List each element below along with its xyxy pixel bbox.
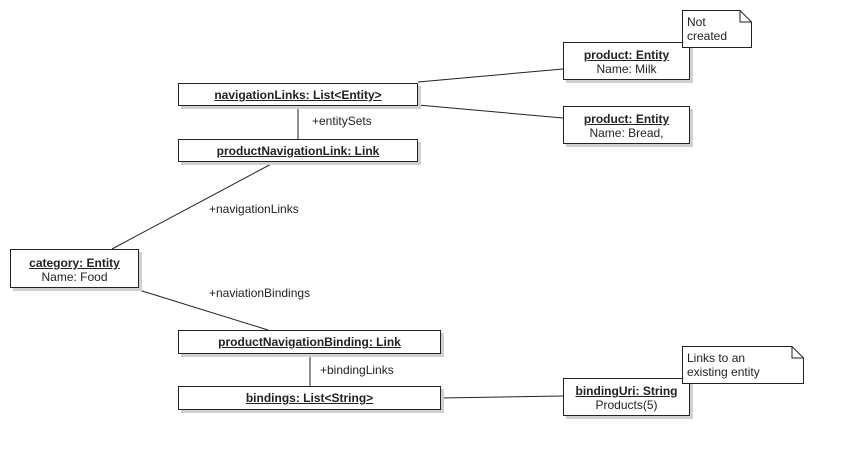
note-shape-icon — [682, 346, 804, 384]
edge-label-entity-sets: +entitySets — [312, 114, 372, 128]
edge-label-navigation-links: +navigationLinks — [209, 202, 299, 216]
product-navigation-binding-object[interactable]: productNavigationBinding: Link — [178, 330, 441, 354]
navigation-links-object[interactable]: navigationLinks: List<Entity> — [178, 83, 418, 106]
bindings-object[interactable]: bindings: List<String> — [178, 386, 441, 410]
product-bread-name: Name: Bread, — [589, 126, 664, 140]
category-title: category: Entity — [29, 256, 120, 270]
link-category-productnavbinding — [138, 289, 269, 331]
product-milk-name: Name: Milk — [596, 62, 657, 76]
product-bread-object[interactable]: product: Entity Name: Bread, — [563, 106, 690, 144]
edge-label-binding-links: +bindingLinks — [320, 363, 394, 377]
navigation-links-title: navigationLinks: List<Entity> — [214, 88, 382, 102]
product-navigation-link-object[interactable]: productNavigationLink: Link — [178, 139, 418, 162]
product-bread-title: product: Entity — [583, 112, 670, 126]
note-not-created[interactable]: Not created — [682, 10, 752, 48]
edge-label-navigation-bindings: +naviationBindings — [209, 286, 311, 300]
product-navigation-binding-title: productNavigationBinding: Link — [218, 335, 401, 349]
link-productnavlink-category — [111, 161, 276, 250]
bindings-title: bindings: List<String> — [245, 391, 374, 405]
note-shape-icon — [682, 10, 752, 48]
category-name: Name: Food — [41, 270, 108, 284]
binding-uri-object[interactable]: bindingUri: String Products(5) — [563, 378, 690, 416]
note-links-to-entity-text: Links to an existing entity — [687, 351, 760, 379]
note-not-created-text: Not created — [687, 15, 728, 43]
binding-uri-title: bindingUri: String — [575, 384, 678, 398]
binding-uri-value: Products(5) — [595, 398, 658, 412]
product-navigation-link-title: productNavigationLink: Link — [216, 144, 380, 158]
product-milk-title: product: Entity — [583, 48, 670, 62]
link-bindings-bindinguri — [440, 395, 564, 399]
link-navlinks-bread — [417, 104, 564, 119]
link-navlinks-milk — [417, 68, 564, 83]
note-links-to-entity[interactable]: Links to an existing entity — [682, 346, 804, 384]
product-milk-object[interactable]: product: Entity Name: Milk — [563, 42, 690, 80]
category-object[interactable]: category: Entity Name: Food — [10, 249, 139, 288]
